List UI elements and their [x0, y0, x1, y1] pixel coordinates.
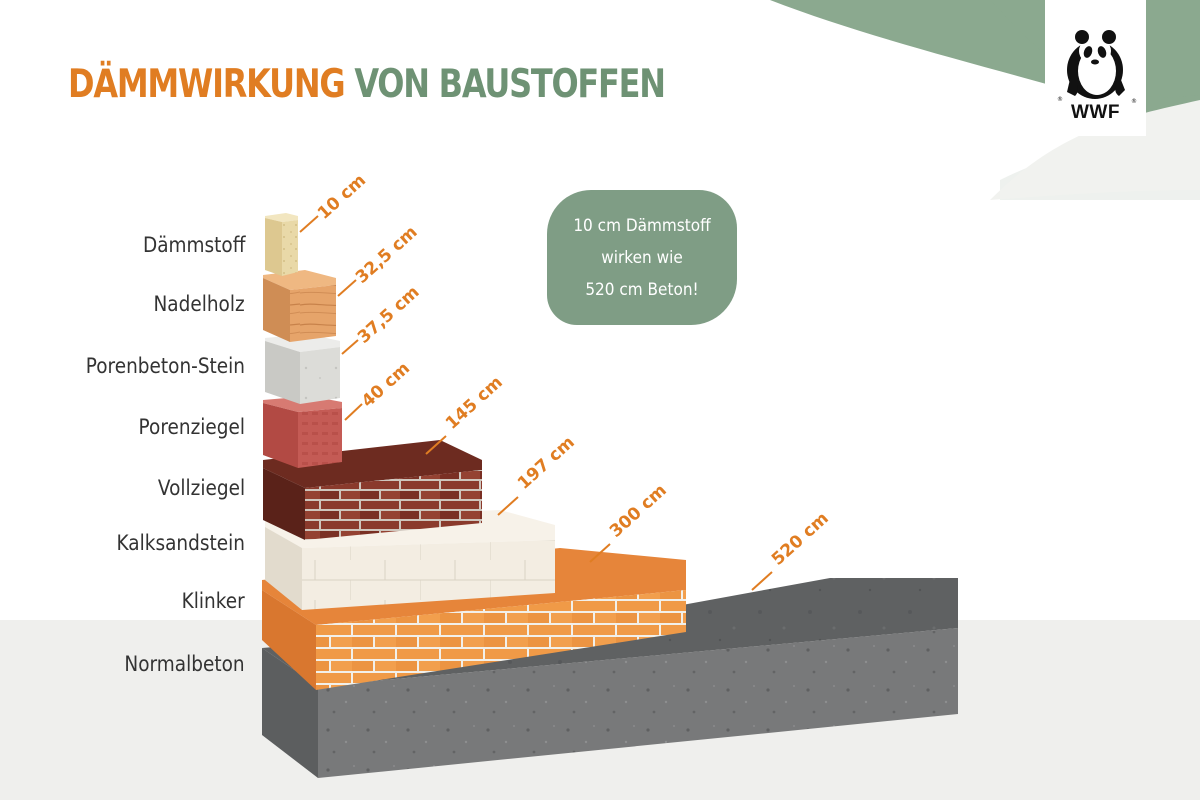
- title-part-1: DÄMMWIRKUNG: [68, 62, 346, 107]
- leader-lines: [299, 215, 773, 591]
- registered-mark-2: ®: [1131, 98, 1137, 105]
- block-porenbeton: [265, 334, 340, 404]
- callout-line-3: 520 cm Beton!: [585, 280, 699, 300]
- leader-line: [341, 339, 359, 355]
- panda-icon: [1067, 30, 1125, 99]
- material-label: Porenziegel: [138, 415, 245, 439]
- callout-line-1: 10 cm Dämmstoff: [573, 216, 711, 236]
- material-label: Porenbeton-Stein: [85, 354, 245, 378]
- leader-line: [425, 435, 447, 455]
- page-title: DÄMMWIRKUNG VON BAUSTOFFEN: [68, 62, 666, 107]
- leader-line: [751, 571, 773, 591]
- material-label: Klinker: [181, 589, 245, 613]
- material-label: Dämmstoff: [142, 233, 245, 257]
- leader-line: [497, 496, 519, 516]
- thickness-label: 145 cm: [442, 373, 507, 434]
- thickness-label: 32,5 cm: [352, 222, 422, 287]
- title-part-2: VON BAUSTOFFEN: [354, 62, 666, 107]
- wwf-logo: ® WWF ®: [1045, 0, 1146, 136]
- thickness-label: 520 cm: [768, 509, 833, 570]
- thickness-label: 40 cm: [358, 358, 414, 411]
- leader-line: [299, 215, 319, 233]
- thickness-label: 10 cm: [314, 170, 370, 223]
- block-daemmstoff: [265, 213, 298, 276]
- block-porenziegel: [263, 396, 342, 468]
- callout-bubble: 10 cm Dämmstoff wirken wie 520 cm Beton!: [547, 190, 737, 325]
- thickness-label: 197 cm: [514, 433, 579, 494]
- block-nadelholz: [263, 270, 336, 342]
- material-label: Nadelholz: [153, 292, 245, 316]
- leader-line: [589, 543, 611, 563]
- leader-line: [337, 279, 357, 297]
- thickness-label: 37,5 cm: [354, 282, 424, 347]
- thickness-label: 300 cm: [606, 481, 671, 542]
- registered-mark: ®: [1057, 96, 1063, 103]
- wwf-logo-text: WWF: [1071, 102, 1120, 123]
- callout-line-2: wirken wie: [601, 248, 683, 268]
- leader-line: [344, 403, 363, 421]
- material-label: Vollziegel: [157, 476, 245, 500]
- material-label: Kalksandstein: [116, 531, 245, 555]
- material-label: Normalbeton: [124, 652, 245, 676]
